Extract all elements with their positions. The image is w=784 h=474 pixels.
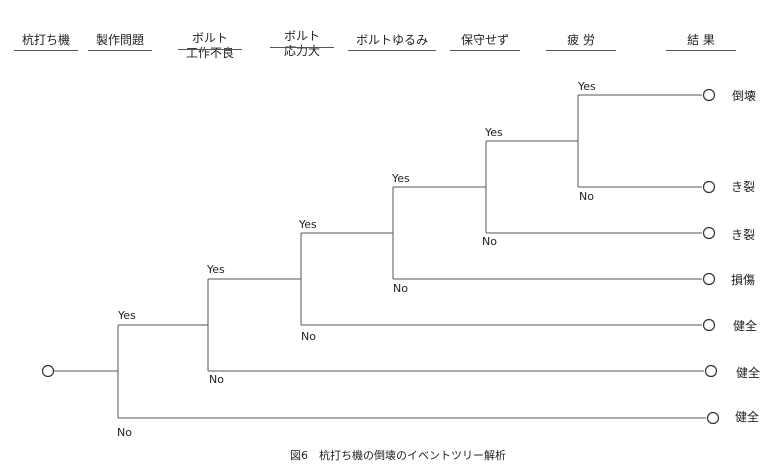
outcome-label: 健全 (736, 366, 761, 380)
branch-yes-label: Yes (578, 80, 596, 93)
branch-no-label: No (482, 235, 497, 248)
outcome-label: 倒壊 (732, 89, 757, 103)
branch-no-label: No (301, 330, 316, 343)
outcome-label: 健全 (735, 410, 760, 424)
branch-yes-label: Yes (485, 126, 503, 139)
outcome-label: 健全 (733, 319, 758, 333)
branch-no-label: No (579, 190, 594, 203)
branch-yes-label: Yes (207, 263, 225, 276)
branch-yes-label: Yes (299, 218, 317, 231)
header-result: 結 果 (666, 33, 736, 51)
branch-no-label: No (209, 373, 224, 386)
outcome-node-circle (706, 411, 720, 425)
header-bolt-high-stress: ボルト 応力大 (270, 14, 334, 74)
header-manufacturing-problem: 製作問題 (88, 33, 152, 51)
outcome-node-circle (702, 180, 716, 194)
start-node-circle (41, 364, 55, 378)
figure-caption: 図6 杭打ち機の倒壊のイベントツリー解析 (290, 449, 506, 462)
outcome-node-circle (702, 88, 716, 102)
header-pile-driver: 杭打ち機 (14, 33, 78, 51)
outcome-label: き裂 (731, 180, 756, 194)
outcome-label: 損傷 (731, 273, 756, 287)
outcome-node-circle (704, 364, 718, 378)
header-bolt-loosening: ボルトゆるみ (348, 33, 436, 51)
header-bolt-poor-workmanship: ボルト 工作不良 (178, 16, 242, 76)
branch-yes-label: Yes (118, 309, 136, 322)
header-no-maintenance: 保守せず (450, 33, 520, 51)
branch-yes-label: Yes (392, 172, 410, 185)
outcome-node-circle (702, 272, 716, 286)
header-fatigue: 疲 労 (546, 33, 616, 51)
outcome-node-circle (702, 318, 716, 332)
outcome-label: き裂 (731, 228, 756, 242)
branch-no-label: No (393, 282, 408, 295)
branch-no-label: No (117, 426, 132, 439)
outcome-node-circle (702, 226, 716, 240)
